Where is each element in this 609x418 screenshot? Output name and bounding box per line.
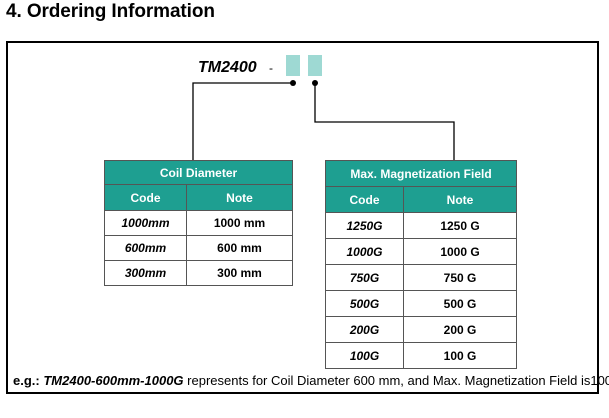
field-note-cell: 1250 G <box>402 212 518 239</box>
table-row: 300mm 300 mm <box>104 260 294 286</box>
table-row: 1250G 1250 G <box>325 212 518 239</box>
field-code-header: Code <box>325 186 404 213</box>
field-note-cell: 750 G <box>402 264 518 291</box>
coil-code-cell: 1000mm <box>104 210 187 236</box>
field-code-cell: 500G <box>325 290 404 317</box>
field-code-cell: 100G <box>325 342 404 369</box>
field-note-cell: 500 G <box>402 290 518 317</box>
field-note-cell: 200 G <box>402 316 518 343</box>
coil-code-cell: 600mm <box>104 235 187 261</box>
field-note-cell: 100 G <box>402 342 518 369</box>
example-code: TM2400-600mm-1000G <box>43 373 184 388</box>
field-code-cell: 750G <box>325 264 404 291</box>
ordering-frame <box>6 41 599 394</box>
model-separator: - <box>269 61 273 75</box>
example-label: e.g.: <box>13 373 40 388</box>
coil-code-placeholder <box>286 55 300 76</box>
coil-note-cell: 1000 mm <box>185 210 294 236</box>
coil-note-header: Note <box>185 184 294 211</box>
table-row: 600mm 600 mm <box>104 235 294 261</box>
field-table-caption: Max. Magnetization Field <box>324 160 518 187</box>
table-row: 1000G 1000 G <box>325 238 518 265</box>
field-connector-line <box>314 83 455 161</box>
section-heading: 4. Ordering Information <box>6 1 215 22</box>
table-row: 100G 100 G <box>325 342 518 369</box>
coil-diameter-table: Coil Diameter Code Note 1000mm 1000 mm 6… <box>103 160 294 286</box>
field-code-cell: 1250G <box>325 212 404 239</box>
magnetization-field-table: Max. Magnetization Field Code Note 1250G… <box>324 160 518 369</box>
field-note-cell: 1000 G <box>402 238 518 265</box>
table-row: 1000mm 1000 mm <box>104 210 294 236</box>
coil-code-header: Code <box>104 184 187 211</box>
coil-connector-line <box>192 82 293 161</box>
coil-code-cell: 300mm <box>104 260 187 286</box>
table-row: 500G 500 G <box>325 290 518 317</box>
example-text: represents for Coil Diameter 600 mm, and… <box>183 373 609 388</box>
table-row: 200G 200 G <box>325 316 518 343</box>
model-code: TM2400 <box>198 59 257 76</box>
field-note-header: Note <box>402 186 518 213</box>
coil-note-cell: 300 mm <box>185 260 294 286</box>
table-row: 750G 750 G <box>325 264 518 291</box>
field-code-cell: 200G <box>325 316 404 343</box>
coil-table-caption: Coil Diameter <box>103 160 294 185</box>
field-code-cell: 1000G <box>325 238 404 265</box>
field-code-placeholder <box>308 55 322 76</box>
coil-note-cell: 600 mm <box>185 235 294 261</box>
example-note: e.g.: TM2400-600mm-1000G represents for … <box>13 372 609 390</box>
